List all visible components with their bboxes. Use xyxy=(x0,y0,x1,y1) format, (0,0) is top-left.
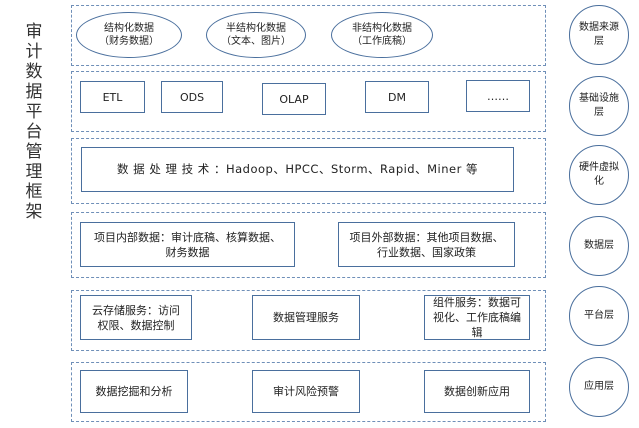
source-unstructured-label: 非结构化数据 xyxy=(352,23,412,34)
component-service-box: 组件服务：数据可视化、工作底稿编辑 xyxy=(424,295,530,340)
layer-label-application: 应用层 xyxy=(569,357,629,417)
layer-infrastructure xyxy=(71,71,546,132)
layer-label-infrastructure: 基础设施层 xyxy=(569,76,629,136)
layer-platform xyxy=(71,290,546,351)
source-semistructured-sub: （文本、图片） xyxy=(221,36,291,47)
layer-label-platform: 平台层 xyxy=(569,286,629,346)
layer-hardware xyxy=(71,138,546,204)
infra-olap: OLAP xyxy=(262,83,326,115)
data-management-box: 数据管理服务 xyxy=(252,295,360,340)
infra-dm: DM xyxy=(365,81,429,113)
layer-application xyxy=(71,362,546,422)
layer-label-data: 数据层 xyxy=(569,216,629,276)
framework-title: 审计数据平台管理框架 xyxy=(25,22,43,222)
infra-etl: ETL xyxy=(80,81,145,113)
source-semistructured-label: 半结构化数据 xyxy=(226,23,286,34)
processing-tech-box: 数 据 处 理 技 术 ：Hadoop、HPCC、Storm、Rapid、Min… xyxy=(81,147,514,192)
source-structured-label: 结构化数据 xyxy=(104,23,154,34)
external-data-box: 项目外部数据：其他项目数据、行业数据、国家政策 xyxy=(338,222,515,267)
layer-label-hardware: 硬件虚拟化 xyxy=(569,145,629,205)
internal-data-box: 项目内部数据：审计底稿、核算数据、财务数据 xyxy=(80,222,295,267)
source-structured-sub: （财务数据） xyxy=(99,36,159,47)
cloud-storage-box: 云存储服务：访问权限、数据控制 xyxy=(80,295,192,340)
source-unstructured-data: 非结构化数据 （工作底稿） xyxy=(331,12,433,58)
infra-ods: ODS xyxy=(161,81,223,113)
source-structured-data: 结构化数据 （财务数据） xyxy=(76,12,182,58)
risk-warning-box: 审计风险预警 xyxy=(252,370,360,413)
source-unstructured-sub: （工作底稿） xyxy=(352,36,412,47)
data-mining-box: 数据挖掘和分析 xyxy=(80,370,188,413)
layer-label-data-source: 数据来源层 xyxy=(569,5,629,65)
layer-data xyxy=(71,212,546,278)
layer-data-source xyxy=(71,5,546,66)
infra-more: …… xyxy=(466,80,530,112)
source-semistructured-data: 半结构化数据 （文本、图片） xyxy=(206,12,306,58)
data-innovation-box: 数据创新应用 xyxy=(424,370,530,413)
